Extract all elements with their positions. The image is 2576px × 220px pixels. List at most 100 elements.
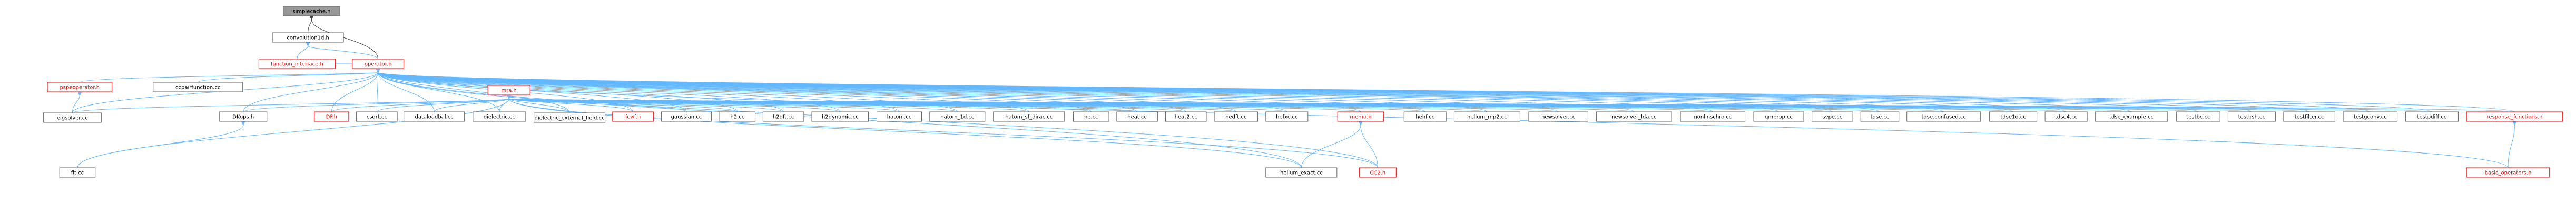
node-heat[interactable]: heat.cc [1116,111,1158,122]
node-box[interactable] [2405,111,2459,122]
node-box[interactable] [719,111,756,122]
node-testbc[interactable]: testbc.cc [2176,111,2220,122]
node-box[interactable] [283,6,340,16]
node-box[interactable] [2044,111,2088,122]
node-box[interactable] [1989,111,2038,122]
node-memo[interactable]: memo.h [1337,111,1384,122]
node-tdse_confused[interactable]: tdse.confused.cc [1906,111,1981,122]
node-box[interactable] [1812,111,1853,122]
node-helium_exact[interactable]: helium_exact.cc [1265,167,1338,178]
node-box[interactable] [272,32,344,43]
node-box[interactable] [2283,111,2335,122]
node-box[interactable] [404,111,465,122]
node-hedft[interactable]: hedft.cc [1214,111,1258,122]
node-box[interactable] [43,112,102,123]
node-gaussian[interactable]: gaussian.cc [661,111,712,122]
node-dielectric_external[interactable]: dielectric_external_field.cc [534,112,606,123]
node-tdse_example[interactable]: tdse_example.cc [2095,111,2168,122]
node-box[interactable] [1337,111,1384,122]
node-box[interactable] [59,167,96,178]
node-box[interactable] [1453,111,1520,122]
node-he[interactable]: he.cc [1073,111,1109,122]
node-basic_operators[interactable]: basic_operators.h [2466,167,2550,178]
node-testfilter[interactable]: testfilter.cc [2283,111,2335,122]
node-hatom_1d[interactable]: hatom_1d.cc [929,111,986,122]
node-dktops[interactable]: DKops.h [219,111,268,122]
node-box[interactable] [661,111,712,122]
node-box[interactable] [1860,111,1900,122]
node-ccpairfunction[interactable]: ccpairfunction.cc [153,82,243,92]
node-box[interactable] [1680,111,1746,122]
node-tdse1d[interactable]: tdse1d.cc [1989,111,2038,122]
node-cc2[interactable]: CC2.h [1359,167,1397,178]
node-box[interactable] [473,111,526,122]
node-box[interactable] [352,59,404,69]
node-box[interactable] [153,82,243,92]
node-box[interactable] [258,59,336,69]
node-box[interactable] [2227,111,2276,122]
node-hatom[interactable]: hatom.cc [876,111,922,122]
node-box[interactable] [1073,111,1109,122]
node-box[interactable] [356,111,398,122]
node-helium_mp2[interactable]: helium_mp2.cc [1453,111,1520,122]
node-hefxc[interactable]: hefxc.cc [1265,111,1309,122]
node-box[interactable] [1265,167,1338,178]
node-h2[interactable]: h2.cc [719,111,756,122]
node-box[interactable] [487,85,530,95]
node-nonlinschro[interactable]: nonlinschro.cc [1680,111,1746,122]
node-box[interactable] [1753,111,1804,122]
node-h2dynamic[interactable]: h2dynamic.cc [811,111,869,122]
node-box[interactable] [993,111,1065,122]
node-box[interactable] [1214,111,1258,122]
node-box[interactable] [762,111,804,122]
node-testpdiff[interactable]: testpdiff.cc [2405,111,2459,122]
node-df[interactable]: DF.h [314,111,349,122]
node-fh[interactable]: fit.cc [59,167,96,178]
node-eigsolver[interactable]: eigsolver.cc [43,112,102,123]
node-response_functions[interactable]: response_functions.h [2466,111,2563,122]
node-pspeoperator[interactable]: pspeoperator.h [47,82,113,92]
node-hatom_sf_dirac[interactable]: hatom_sf_dirac.cc [993,111,1065,122]
node-testbsh[interactable]: testbsh.cc [2227,111,2276,122]
node-box[interactable] [1403,111,1447,122]
node-box[interactable] [534,112,606,123]
node-box[interactable] [47,82,113,92]
node-box[interactable] [1359,167,1397,178]
node-box[interactable] [1165,111,1207,122]
node-newsolver_lda[interactable]: newsolver_lda.cc [1596,111,1672,122]
node-hehf[interactable]: hehf.cc [1403,111,1447,122]
node-h2dft[interactable]: h2dft.cc [762,111,804,122]
node-dataloadbal[interactable]: dataloadbal.cc [404,111,465,122]
node-box[interactable] [2466,111,2563,122]
node-fcwf[interactable]: fcwf.h [612,111,654,122]
node-box[interactable] [811,111,869,122]
node-box[interactable] [1596,111,1672,122]
node-box[interactable] [314,111,349,122]
node-box[interactable] [2095,111,2168,122]
node-sygs[interactable]: svpe.cc [1812,111,1853,122]
node-mra[interactable]: mra.h [487,85,530,95]
node-box[interactable] [219,111,268,122]
node-box[interactable] [929,111,986,122]
node-box[interactable] [2176,111,2220,122]
node-csqrt[interactable]: csqrt.cc [356,111,398,122]
node-testgconv[interactable]: testgconv.cc [2343,111,2398,122]
node-box[interactable] [2466,167,2550,178]
node-tdse[interactable]: tdse.cc [1860,111,1900,122]
node-box[interactable] [1116,111,1158,122]
node-box[interactable] [2343,111,2398,122]
node-heat2[interactable]: heat2.cc [1165,111,1207,122]
node-box[interactable] [1528,111,1588,122]
node-operator[interactable]: operator.h [352,59,404,69]
node-convolution1d[interactable]: convolution1d.h [272,32,344,43]
node-qmprop[interactable]: qmprop.cc [1753,111,1804,122]
node-function_interface[interactable]: function_interface.h [258,59,336,69]
node-simplecache[interactable]: simplecache.h [283,6,340,16]
node-dielectric[interactable]: dielectric.cc [473,111,526,122]
node-box[interactable] [612,111,654,122]
node-newsolver[interactable]: newsolver.cc [1528,111,1588,122]
node-box[interactable] [1906,111,1981,122]
node-box[interactable] [876,111,922,122]
node-box[interactable] [1265,111,1309,122]
node-tdse4[interactable]: tdse4.cc [2044,111,2088,122]
